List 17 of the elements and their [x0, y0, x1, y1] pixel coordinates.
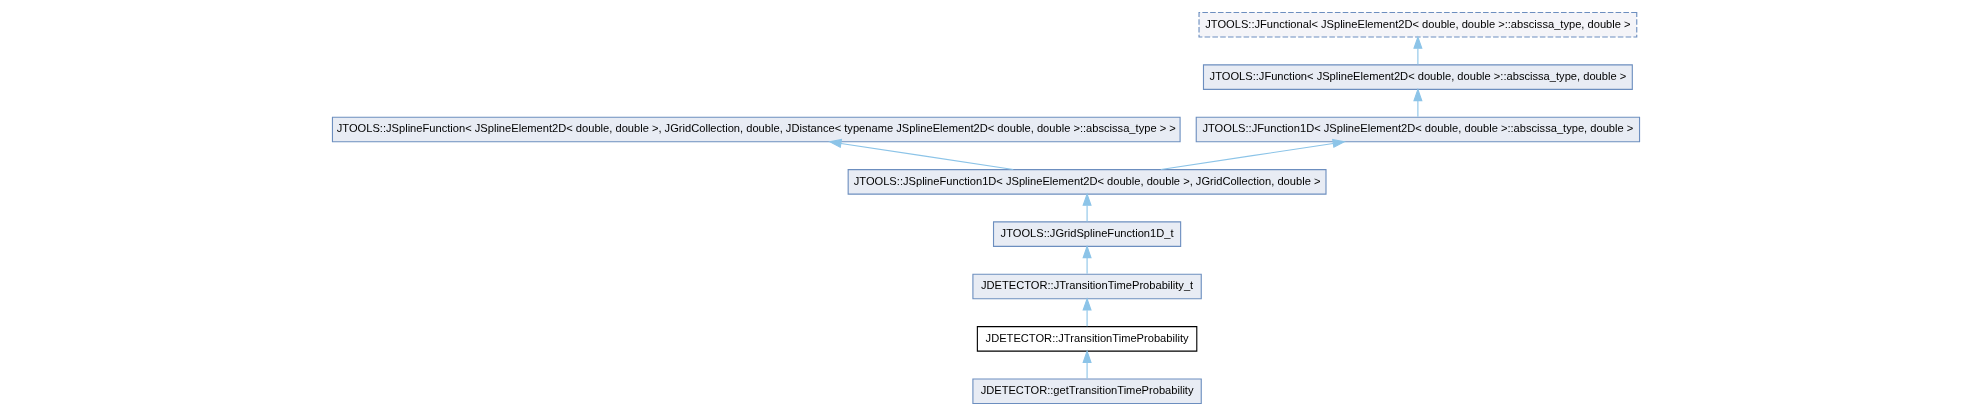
arrow	[1160, 138, 1346, 171]
arrow	[1413, 35, 1423, 65]
node-box: JTOOLS::JSplineFunction< JSplineElement2D< double, double >, JGridCollection, double, JDistance< typename JSplineElement2D< double, double >::abscissa_type > >	[331, 116, 1181, 143]
arrow	[1082, 297, 1092, 327]
arrow	[1082, 244, 1092, 275]
arrow	[828, 138, 1014, 171]
node-box: JTOOLS::JFunction< JSplineElement2D< double, double >::abscissa_type, double >	[1202, 64, 1633, 90]
node-box: JDETECTOR::getTransitionTimeProbability	[972, 378, 1202, 405]
node-box: JTOOLS::JFunction1D< JSplineElement2D< double, double >::abscissa_type, double >	[1195, 116, 1641, 143]
node-box: JDETECTOR::JTransitionTimeProbability	[976, 326, 1198, 352]
node-box: JDETECTOR::JTransitionTimeProbability_t	[972, 273, 1202, 300]
node-box: JTOOLS::JSplineFunction1D< JSplineElement2D< double, double >, JGridCollection, double >	[847, 169, 1327, 195]
node-box: JTOOLS::JGridSplineFunction1D_t	[992, 221, 1182, 247]
arrow	[1413, 87, 1423, 118]
node-box: JTOOLS::JFunctional< JSplineElement2D< double, double >::abscissa_type, double >	[1198, 11, 1638, 38]
arrow	[1082, 192, 1092, 222]
arrow	[1082, 349, 1092, 380]
